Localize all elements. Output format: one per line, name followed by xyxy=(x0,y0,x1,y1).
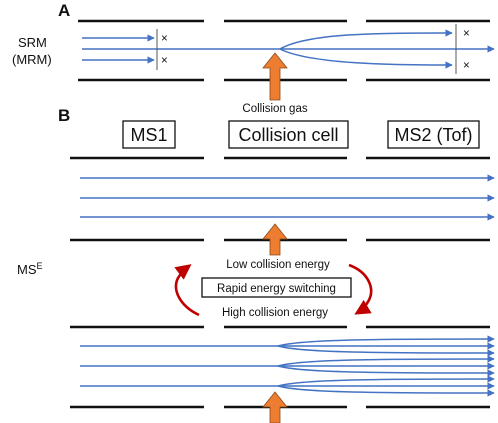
collision-gas-arrow-a xyxy=(262,52,288,101)
mse-label: MSE xyxy=(17,261,43,277)
blocked-mark: × xyxy=(161,55,168,67)
panel-a-filter-ticks xyxy=(156,24,457,74)
collision-gas-arrow-high xyxy=(262,391,288,423)
collision-gas-label: Collision gas xyxy=(242,103,307,115)
panel-a-blocked-marks: × × × × xyxy=(161,28,470,72)
fragment-beam-lower-blocked xyxy=(279,48,453,69)
panel-a-label: A xyxy=(58,1,70,20)
mrm-label: (MRM) xyxy=(12,52,52,67)
mse-prefix: MS xyxy=(17,262,37,277)
fragment-beam-1c xyxy=(277,345,495,357)
fragment-beam-3a xyxy=(277,375,495,387)
collision-cell-stage-label: Collision cell xyxy=(238,125,338,145)
panel-a-rod-plates xyxy=(78,19,490,82)
srm-label: SRM xyxy=(18,35,47,50)
high-collision-energy-label: High collision energy xyxy=(222,307,328,319)
fragment-beam-2a xyxy=(277,355,495,367)
fragment-beam-1a xyxy=(277,335,495,347)
fragment-beam-upper-blocked xyxy=(279,29,453,50)
mse-superscript: E xyxy=(37,261,43,271)
stage-boxes: MS1 Collision cell MS2 (Tof) xyxy=(122,120,480,149)
panel-b-label: B xyxy=(58,106,70,125)
ms2-stage-box xyxy=(387,120,480,149)
ms2-stage-label: MS2 (Tof) xyxy=(394,125,472,145)
panel-a-ion-beams xyxy=(82,29,495,69)
blocked-mark: × xyxy=(463,60,470,72)
rapid-energy-switching-box xyxy=(201,277,352,298)
ms1-stage-box xyxy=(122,120,176,149)
low-energy-rod-plates xyxy=(70,156,490,242)
high-energy-ion-beams xyxy=(80,335,495,397)
low-collision-energy-label: Low collision energy xyxy=(226,259,330,271)
fragment-beam-2c xyxy=(277,365,495,377)
switch-arrow-right xyxy=(348,263,373,315)
collision-gas-arrow-low xyxy=(262,223,288,256)
rapid-energy-switching-label: Rapid energy switching xyxy=(217,283,336,295)
collision-cell-stage-box xyxy=(228,120,349,149)
blocked-mark: × xyxy=(463,28,470,40)
switch-arrow-left xyxy=(174,264,200,317)
ms1-stage-label: MS1 xyxy=(130,125,167,145)
blocked-mark: × xyxy=(161,33,168,45)
low-energy-ion-beams xyxy=(80,174,495,221)
fragment-beam-3c xyxy=(277,385,495,397)
